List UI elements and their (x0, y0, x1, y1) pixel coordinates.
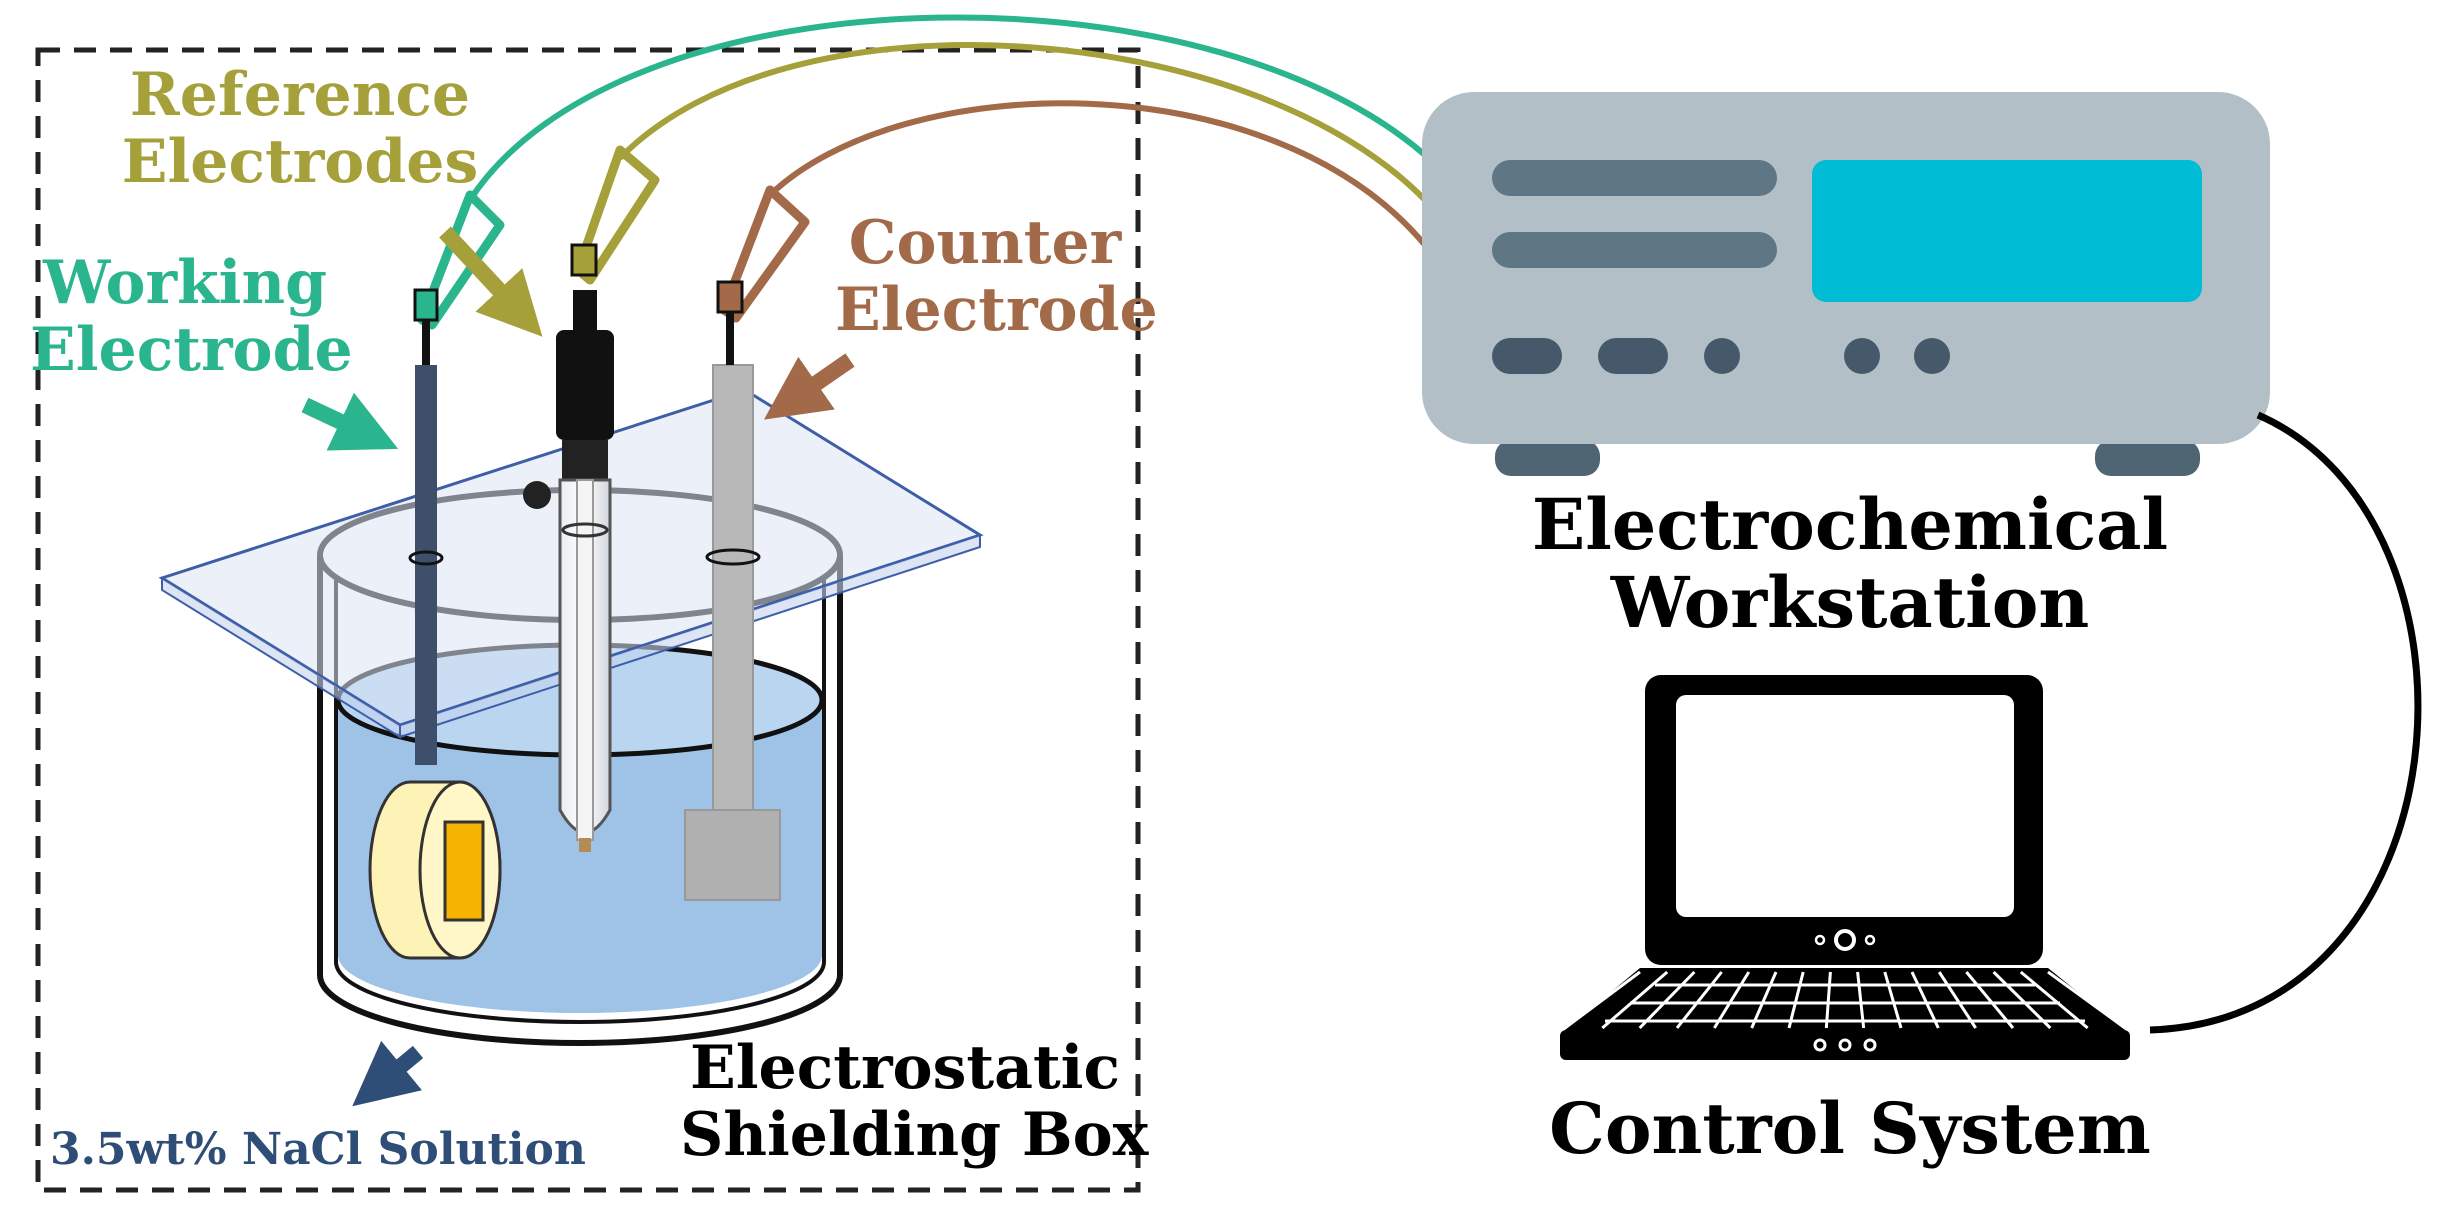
shielding-box-outline (35, 47, 1141, 1193)
keyboard-key-divider (1787, 971, 1805, 1029)
counter-electrode (684, 364, 781, 901)
keyboard-key-divider (1856, 971, 1866, 1029)
shielding-box-label: Electrostatic Shielding Box (680, 1033, 1149, 1171)
counter-electrode-label: Counter Electrode (835, 208, 1158, 346)
arrow-icon (439, 226, 543, 337)
counter-wire (767, 100, 1428, 247)
keyboard-key-divider (1675, 971, 1723, 1029)
clip-icon (716, 185, 810, 365)
arrow-icon (352, 1040, 424, 1107)
arrow-icon (301, 392, 399, 451)
clip-icon (570, 145, 660, 285)
reference-electrodes-label: Reference Electrodes (121, 60, 479, 198)
keyboard-key-divider (1883, 971, 1903, 1029)
working-electrode (368, 365, 502, 960)
nacl-solution-label: 3.5wt% NaCl Solution (50, 1124, 586, 1175)
working-wire (467, 14, 1427, 202)
reference-wire (617, 42, 1428, 203)
working-electrode-label: Working Electrode (30, 248, 353, 386)
reference-electrode (523, 290, 614, 852)
keyboard-key-divider (1824, 971, 1832, 1029)
keyboard-key-divider (1750, 971, 1778, 1029)
workstation-label: Electrochemical Workstation (1531, 483, 2169, 645)
control-cable (2149, 411, 2422, 1034)
keyboard-key-divider (1910, 971, 1940, 1029)
keyboard-key-divider (1965, 971, 2015, 1029)
keyboard-key-divider (1992, 970, 2052, 1030)
laptop-icon (1560, 675, 2130, 1060)
keyboard-key-divider (1601, 970, 1669, 1030)
keyboard-key-divider (1937, 971, 1977, 1029)
keyboard-key-divider (2019, 970, 2089, 1030)
workstation-icon (1422, 92, 2270, 476)
keyboard-key-divider (2047, 970, 2126, 1030)
control-system-label: Control System (1549, 1087, 2151, 1170)
arrow-icon (763, 353, 855, 420)
keyboard-key-divider (1713, 971, 1751, 1029)
keyboard-key-divider (1638, 970, 1696, 1030)
keyboard-key-divider (1564, 970, 1641, 1030)
